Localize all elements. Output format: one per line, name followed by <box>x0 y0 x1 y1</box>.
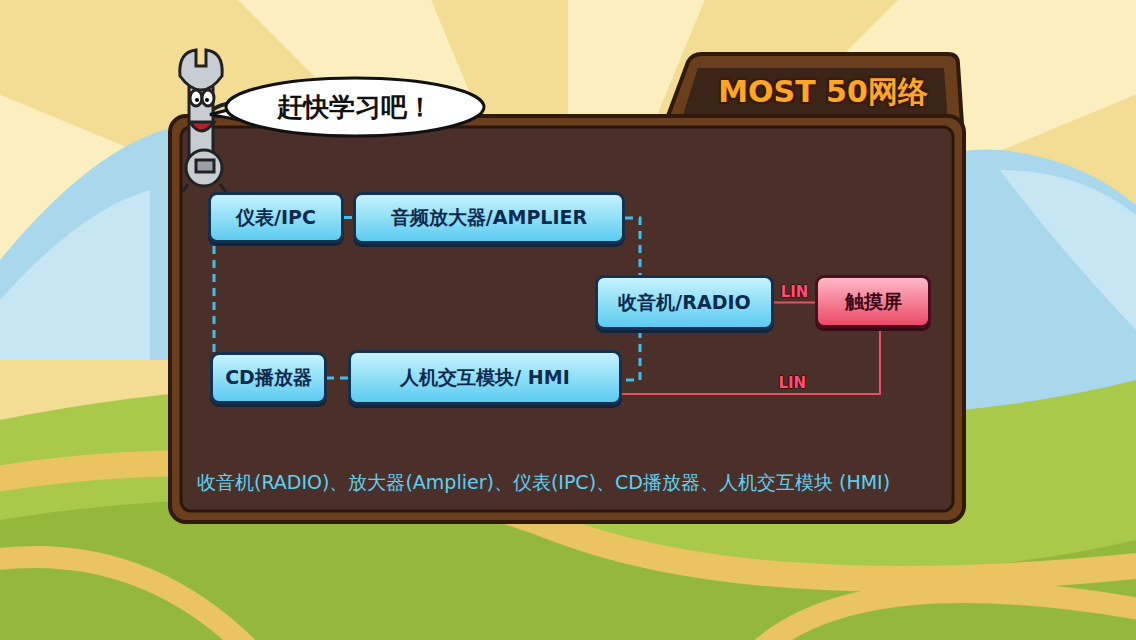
speech-bubble: 赶快学习吧！ <box>224 76 486 138</box>
module-box: 仪表/IPC <box>208 192 344 243</box>
bus-label: LIN <box>778 376 806 391</box>
module-box: 人机交互模块/ HMI <box>348 350 622 405</box>
most-bus-line <box>344 216 353 219</box>
most-bus-line <box>213 243 216 352</box>
module-box: 收音机/RADIO <box>595 275 774 330</box>
road <box>760 592 1136 640</box>
mountain-light <box>1000 170 1136 330</box>
title: MOST 50网络 <box>698 64 948 120</box>
mountain-light <box>0 190 150 360</box>
node-label: 触摸屏 <box>845 289 902 315</box>
caption: 收音机(RADIO)、放大器(Amplier)、仪表(IPC)、CD播放器、人机… <box>197 470 890 495</box>
lin-line <box>774 302 815 304</box>
node-label: 音频放大器/AMPLIER <box>391 205 587 231</box>
node-label: 赶快学习吧！ <box>277 90 433 125</box>
most-bus-line <box>625 218 640 275</box>
panel <box>170 54 964 522</box>
node-label: 收音机/RADIO <box>618 290 750 316</box>
most-bus-line <box>622 330 640 380</box>
bubble-body <box>226 78 484 136</box>
node-label: 人机交互模块/ HMI <box>400 365 569 391</box>
node-label: CD播放器 <box>225 365 312 391</box>
road <box>0 557 250 640</box>
lin-line <box>622 328 880 394</box>
module-box: CD播放器 <box>210 352 327 404</box>
bus-label: LIN <box>781 285 809 300</box>
most-bus-line <box>327 377 348 380</box>
module-box: 音频放大器/AMPLIER <box>353 192 625 244</box>
node-label: 仪表/IPC <box>236 205 316 231</box>
touchscreen-box: 触摸屏 <box>815 275 931 328</box>
wrench-character <box>180 50 236 192</box>
